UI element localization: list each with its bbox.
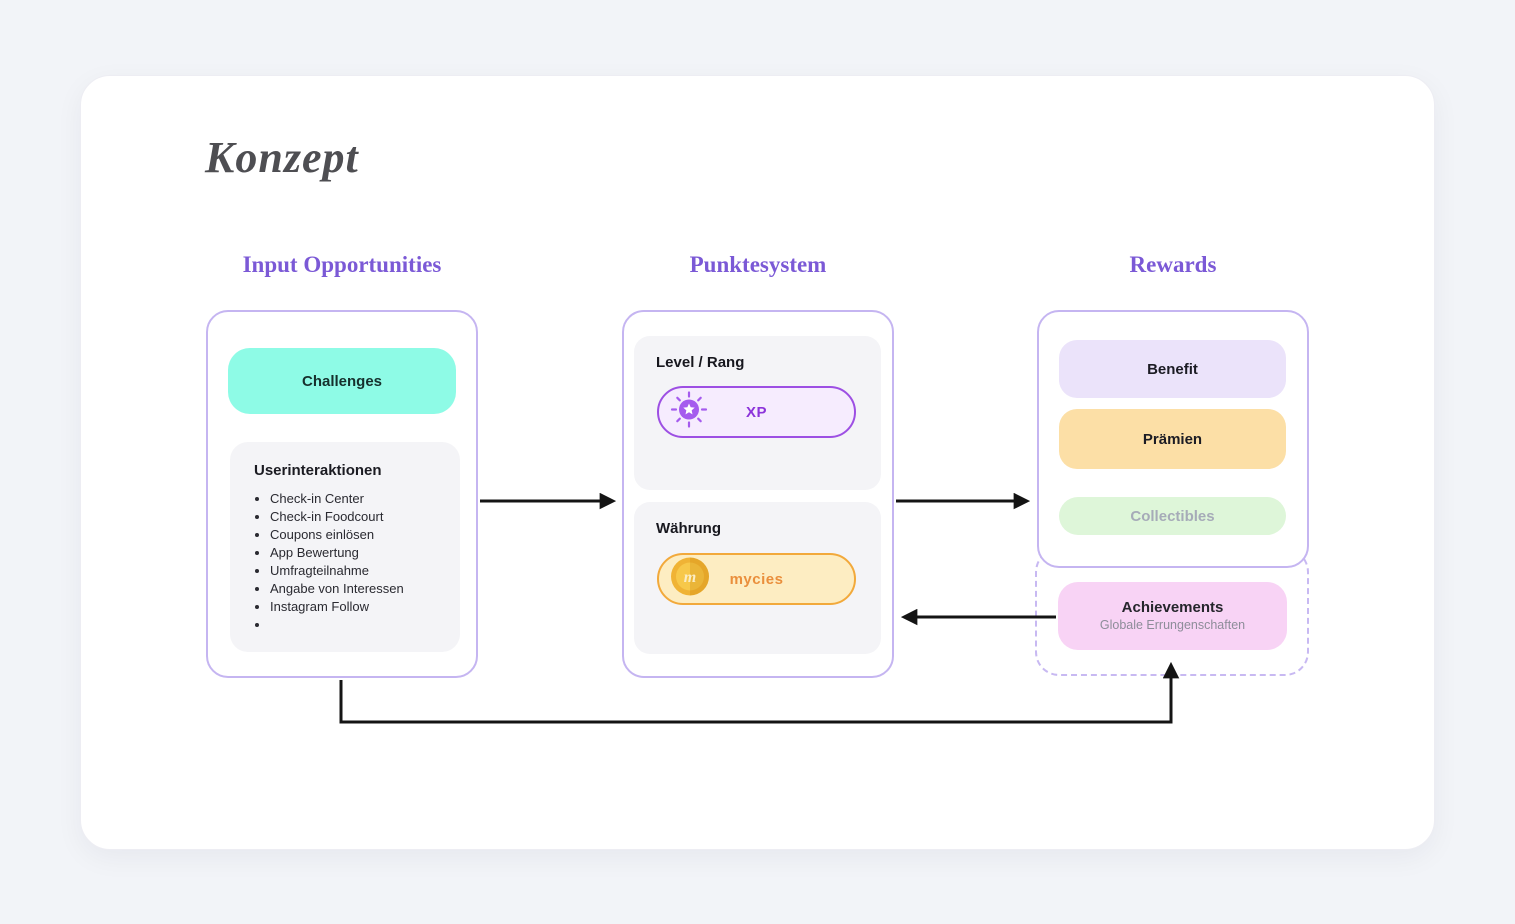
column-header-input-opportunities: Input Opportunities bbox=[242, 252, 442, 277]
list-item: Coupons einlösen bbox=[270, 526, 446, 544]
mycies-badge[interactable]: m mycies bbox=[657, 553, 856, 605]
list-item: Instagram Follow bbox=[270, 598, 446, 616]
column-header-rewards: Rewards bbox=[1129, 252, 1217, 277]
achievements-node[interactable]: Achievements Globale Errungenschaften bbox=[1058, 582, 1287, 650]
list-item: Check-in Foodcourt bbox=[270, 508, 446, 526]
list-item: Umfragteilnahme bbox=[270, 562, 446, 580]
achievements-title: Achievements bbox=[1121, 599, 1224, 616]
mycies-coin-icon: m bbox=[669, 556, 711, 603]
page-title: Konzept bbox=[205, 133, 359, 182]
list-item: Check-in Center bbox=[270, 490, 446, 508]
userinteraktionen-list: Check-in Center Check-in Foodcourt Coupo… bbox=[254, 490, 446, 634]
svg-text:m: m bbox=[684, 569, 696, 586]
list-item bbox=[270, 616, 446, 634]
praemien-label: Prämien bbox=[1142, 430, 1203, 448]
benefit-label: Benefit bbox=[1147, 360, 1198, 378]
collectibles-node[interactable]: Collectibles bbox=[1059, 497, 1286, 535]
benefit-node[interactable]: Benefit bbox=[1059, 340, 1286, 398]
xp-label: XP bbox=[745, 403, 767, 421]
challenges-label: Challenges bbox=[301, 372, 383, 390]
collectibles-label: Collectibles bbox=[1130, 507, 1215, 525]
challenges-node[interactable]: Challenges bbox=[228, 348, 456, 414]
xp-star-burst-icon bbox=[669, 390, 709, 435]
xp-badge[interactable]: XP bbox=[657, 386, 856, 438]
praemien-node[interactable]: Prämien bbox=[1059, 409, 1286, 469]
userinteraktionen-panel[interactable]: Userinteraktionen Check-in Center Check-… bbox=[230, 442, 460, 652]
list-item: Angabe von Interessen bbox=[270, 580, 446, 598]
column-header-punktesystem: Punktesystem bbox=[689, 252, 827, 277]
mycies-label: mycies bbox=[729, 570, 784, 588]
userinteraktionen-title: Userinteraktionen bbox=[254, 462, 382, 479]
list-item: App Bewertung bbox=[270, 544, 446, 562]
level-rang-title: Level / Rang bbox=[656, 354, 745, 371]
waehrung-title: Währung bbox=[656, 520, 721, 537]
achievements-subtitle: Globale Errungenschaften bbox=[1099, 618, 1246, 632]
